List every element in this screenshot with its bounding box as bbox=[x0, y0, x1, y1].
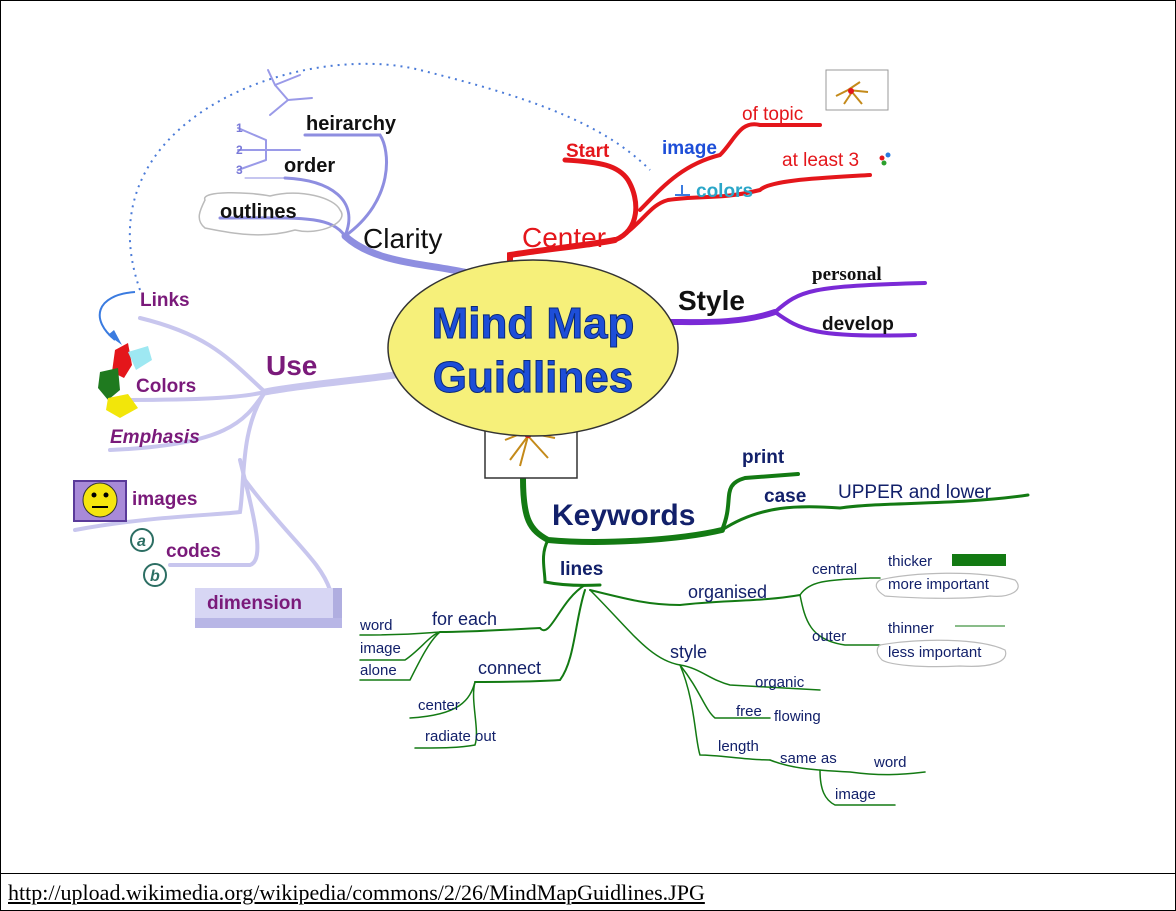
keywords-branch-label: Keywords bbox=[552, 499, 695, 532]
flowing-label: flowing bbox=[774, 708, 821, 725]
case-label: case bbox=[764, 486, 806, 507]
fe-alone-label: alone bbox=[360, 662, 397, 679]
central-label: central bbox=[812, 561, 857, 578]
link-arrowhead bbox=[108, 330, 122, 345]
clarity-branch bbox=[218, 69, 499, 284]
fe-word-label: word bbox=[359, 617, 393, 634]
codes-label: codes bbox=[166, 541, 221, 562]
lines-label: lines bbox=[560, 559, 603, 580]
center-branch-label: Center bbox=[522, 222, 606, 253]
same-as-label: same as bbox=[780, 750, 837, 767]
code-b-label: b bbox=[150, 568, 160, 585]
link-arrow-curve bbox=[98, 291, 136, 341]
dimension-box bbox=[195, 588, 333, 618]
less-important-cloud bbox=[876, 639, 1007, 668]
image-label: image bbox=[662, 138, 717, 159]
organic-label: organic bbox=[755, 674, 805, 691]
colors-use-label: Colors bbox=[136, 376, 196, 397]
fe-image-label: image bbox=[360, 640, 401, 657]
chart-mini-icon bbox=[675, 185, 690, 196]
center-title-line2: Guidlines bbox=[433, 353, 633, 402]
outlines-label: outlines bbox=[220, 201, 297, 223]
c-radiate-label: radiate out bbox=[425, 728, 497, 745]
style-branch bbox=[667, 281, 927, 338]
start-label: Start bbox=[566, 141, 610, 162]
outer-label: outer bbox=[812, 628, 846, 645]
keywords-branch bbox=[359, 472, 1030, 806]
length-label: length bbox=[718, 738, 759, 755]
dimension-label: dimension bbox=[207, 593, 302, 614]
heirarchy-label: heirarchy bbox=[306, 113, 397, 135]
more-important-cloud bbox=[875, 572, 1019, 599]
colors-label: colors bbox=[696, 181, 753, 202]
images-label: images bbox=[132, 489, 197, 510]
at-least-label: at least 3 bbox=[782, 150, 859, 171]
mind-map-diagram: a b Mind Map Guidlines Clarity h bbox=[73, 62, 1030, 806]
source-link[interactable]: http://upload.wikimedia.org/wikipedia/co… bbox=[8, 880, 705, 905]
number-3: 3 bbox=[236, 163, 243, 177]
dimension-box-bottom bbox=[195, 618, 342, 628]
number-1: 1 bbox=[236, 121, 243, 135]
of-topic-label: of topic bbox=[742, 104, 803, 125]
outlines-cloud bbox=[198, 192, 343, 236]
image-right-label: image bbox=[835, 786, 876, 803]
for-each-label: for each bbox=[432, 609, 497, 629]
links-label: Links bbox=[140, 290, 190, 311]
caption-divider bbox=[0, 873, 1176, 874]
color-dots-icon bbox=[879, 155, 885, 161]
code-a-icon bbox=[130, 528, 154, 552]
less-important-label: less important bbox=[888, 644, 982, 661]
center-branch bbox=[507, 122, 872, 285]
use-branch bbox=[73, 316, 399, 592]
smiley-icon bbox=[82, 482, 118, 518]
use-branch-label: Use bbox=[266, 350, 317, 381]
c-center-label: center bbox=[418, 697, 460, 714]
order-label: order bbox=[284, 155, 335, 177]
clarity-label: Clarity bbox=[363, 223, 442, 254]
develop-label: develop bbox=[822, 314, 894, 335]
number-2: 2 bbox=[236, 143, 243, 157]
personal-label: personal bbox=[812, 264, 882, 285]
center-title-line1: Mind Map bbox=[432, 299, 635, 348]
organised-label: organised bbox=[688, 582, 767, 602]
more-important-label: more important bbox=[888, 576, 990, 593]
upper-lower-label: UPPER and lower bbox=[838, 482, 992, 503]
print-label: print bbox=[742, 447, 785, 468]
thicker-label: thicker bbox=[888, 553, 932, 570]
word-right-label: word bbox=[873, 754, 907, 771]
thicker-bar bbox=[952, 554, 1006, 566]
center-ellipse bbox=[387, 259, 679, 437]
connect-label: connect bbox=[478, 658, 541, 678]
kw-style-label: style bbox=[670, 642, 707, 662]
thinner-label: thinner bbox=[888, 620, 934, 637]
code-a-label: a bbox=[137, 533, 146, 550]
code-b-icon bbox=[143, 563, 167, 587]
style-branch-label: Style bbox=[678, 285, 745, 316]
emphasis-label: Emphasis bbox=[110, 427, 200, 448]
free-label: free bbox=[736, 703, 762, 720]
